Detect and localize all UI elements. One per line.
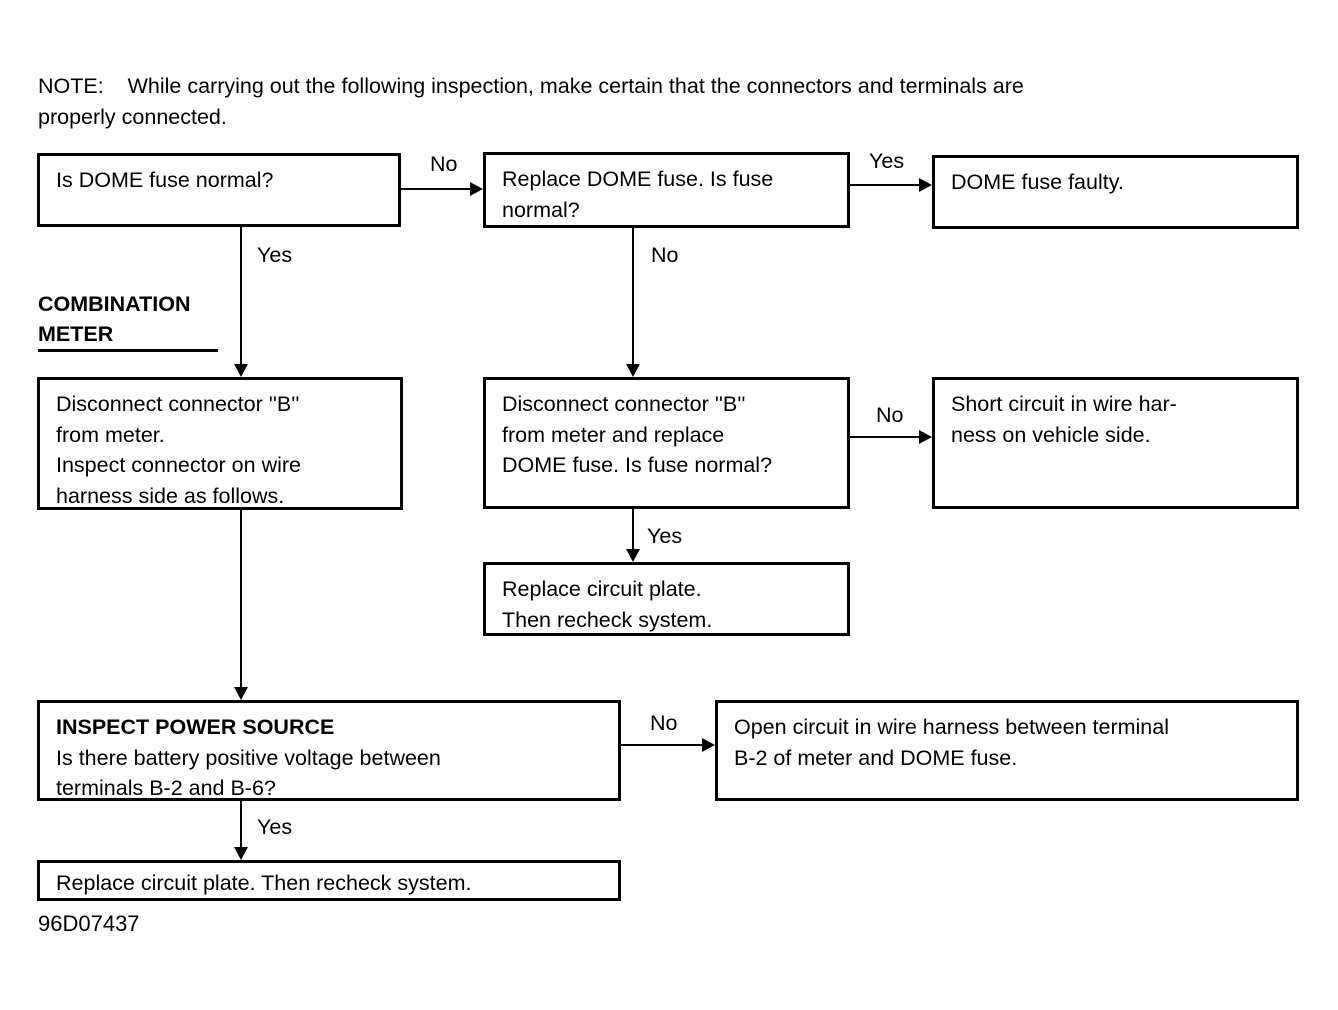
box-text: normal? [502,197,580,222]
arrow-down-icon [234,364,248,377]
arrow-right-icon [919,178,932,192]
heading-underline [38,349,218,352]
edge-label-no: No [430,152,458,176]
arrow-down-icon [626,364,640,377]
note-line-2: properly connected. [38,105,227,129]
box-text: Replace circuit plate. [502,577,702,601]
connector-replace-to-faulty [850,184,920,186]
arrow-down-icon [234,847,248,860]
arrow-right-icon [919,430,932,444]
arrow-right-icon [470,182,483,196]
box-text: DOME fuse faulty. [951,170,1124,194]
box-heading: INSPECT POWER SOURCE [56,715,335,739]
box-text: terminals B-2 and B-6? [56,776,276,800]
box-text: Inspect connector on wire [56,453,301,477]
box-text: Short circuit in wire har- [951,392,1177,416]
box-text: ness on vehicle side. [951,422,1151,447]
connector-fuse-to-replace [401,188,471,190]
box-text: Is there battery positive voltage betwee… [56,745,441,770]
section-heading-combination-meter: COMBINATION METER [38,289,190,349]
box-text: Disconnect connector ''B'' [502,392,746,416]
connector-fuse-down [240,227,242,367]
flow-box-open-circuit-wire-harness: Open circuit in wire harness between ter… [715,700,1299,801]
flow-box-replace-dome-fuse: Replace DOME fuse. Is fuse normal? [483,152,850,228]
figure-code: 96D07437 [38,911,140,936]
box-text: Disconnect connector ''B'' [56,392,300,416]
connector-inspect-to-open [621,744,704,746]
box-text: from meter. [56,422,165,447]
edge-label-no: No [650,711,678,735]
edge-label-yes: Yes [257,243,293,267]
connector-inspect-down [240,801,242,849]
connector-disconnect-to-short [850,436,920,438]
box-text: Open circuit in wire harness between ter… [734,715,1169,739]
connector-replace-down [632,228,634,367]
note-line-1: NOTE: While carrying out the following i… [38,74,1024,98]
edge-label-yes: Yes [647,524,683,548]
arrow-right-icon [702,738,715,752]
flow-box-disconnect-connector-b: Disconnect connector ''B'' from meter. I… [37,377,403,510]
flow-box-replace-circuit-plate-final: Replace circuit plate. Then recheck syst… [37,860,621,901]
box-text: Replace DOME fuse. Is fuse [502,167,774,191]
edge-label-yes: Yes [869,149,905,173]
flow-box-short-circuit-vehicle-side: Short circuit in wire har- ness on vehic… [932,377,1299,509]
edge-label-yes: Yes [257,815,293,839]
flow-box-is-dome-fuse-normal: Is DOME fuse normal? [37,153,401,227]
connector-disconnect-down [632,509,634,551]
box-text: Replace circuit plate. Then recheck syst… [56,871,472,895]
arrow-down-icon [234,687,248,700]
arrow-down-icon [626,549,640,562]
box-text: DOME fuse. Is fuse normal? [502,453,773,477]
box-text: Is DOME fuse normal? [56,168,274,192]
flow-box-inspect-power-source: INSPECT POWER SOURCE Is there battery po… [37,700,621,801]
box-text: B-2 of meter and DOME fuse. [734,745,1018,770]
flow-box-disconnect-and-replace-fuse: Disconnect connector ''B'' from meter an… [483,377,850,509]
box-text: Then recheck system. [502,607,713,632]
section-heading-line: METER [38,322,114,346]
box-text: from meter and replace [502,422,725,447]
box-text: harness side as follows. [56,483,285,508]
flow-box-replace-circuit-plate-recheck: Replace circuit plate. Then recheck syst… [483,562,850,636]
section-heading-line: COMBINATION [38,292,191,316]
connector-meter-down [240,510,242,689]
edge-label-no: No [876,403,904,427]
note-text: NOTE: While carrying out the following i… [38,71,1024,133]
edge-label-no: No [651,243,679,267]
flow-box-dome-fuse-faulty: DOME fuse faulty. [932,155,1299,229]
